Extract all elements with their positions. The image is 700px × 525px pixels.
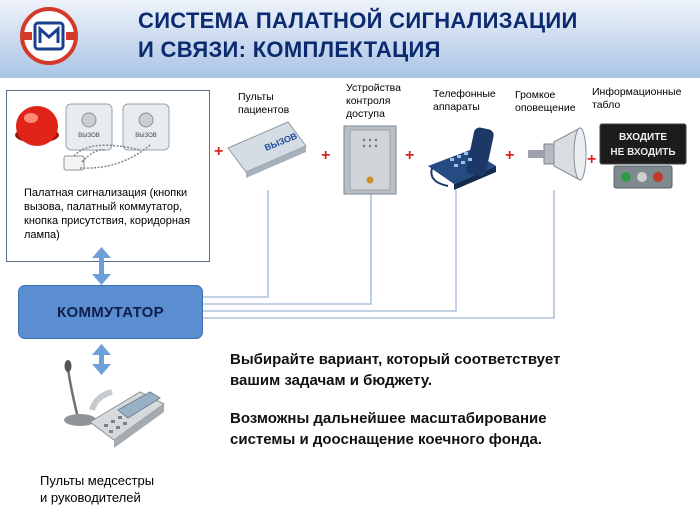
nurse-console-icon — [64, 360, 165, 448]
access-control-icon — [343, 125, 397, 195]
corridor-lamp-icon — [15, 106, 59, 146]
svg-text:ВЫЗОВ: ВЫЗОВ — [135, 133, 157, 139]
label-loud-notification: Громкое оповещение — [515, 89, 576, 114]
page-title: СИСТЕМА ПАЛАТНОЙ СИГНАЛИЗАЦИИ И СВЯЗИ: К… — [138, 8, 578, 62]
plus-sign: + — [587, 151, 597, 168]
line-patient-consoles — [201, 190, 269, 298]
arrow-signaling-commutator — [92, 247, 111, 285]
connector-lines — [201, 190, 555, 319]
label-telephones: Телефонные аппараты — [433, 88, 496, 113]
commutator-label: КОММУТАТОР — [57, 303, 164, 321]
loudspeaker-icon — [528, 127, 587, 181]
svg-text:ВХОДИТЕ: ВХОДИТЕ — [619, 132, 667, 143]
line-access-control — [201, 190, 372, 305]
info-board-icon: ВХОДИТЕ НЕ ВХОДИТЬ — [599, 123, 687, 189]
line-telephones — [201, 190, 457, 312]
ward-signaling-description: Палатная сигнализация (кнопки вызова, па… — [24, 187, 191, 241]
svg-text:НЕ ВХОДИТЬ: НЕ ВХОДИТЬ — [610, 147, 675, 158]
plus-sign: + — [321, 147, 331, 164]
company-logo-icon — [20, 7, 78, 65]
ward-switch-icon — [63, 144, 151, 171]
label-info-boards: Информационные табло — [592, 86, 682, 111]
svg-text:ВЫЗОВ: ВЫЗОВ — [78, 133, 100, 139]
arrow-commutator-nurse — [92, 344, 111, 375]
label-access-control: Устройства контроля доступа — [346, 82, 401, 120]
arrows — [92, 247, 111, 375]
presence-button-icon: ВЫЗОВ — [122, 103, 170, 151]
nurse-consoles-label: Пульты медсестры и руководителей — [40, 473, 155, 505]
plus-sign: + — [405, 147, 415, 164]
call-button-icon: ВЫЗОВ — [65, 103, 113, 151]
telephone-icon — [428, 127, 496, 190]
choose-message: Выбирайте вариант, который соответствует… — [230, 351, 561, 389]
plus-sign: + — [214, 143, 224, 160]
header-banner — [0, 0, 700, 78]
scale-message: Возможны дальнейшее масштабирование сист… — [230, 410, 547, 448]
label-patient-consoles: Пульты пациентов — [238, 91, 290, 116]
plus-sign: + — [505, 147, 515, 164]
commutator-box: КОММУТАТОР — [18, 285, 203, 339]
patient-console-icon: ВЫЗОВ — [227, 121, 307, 178]
line-loud-notification — [201, 190, 555, 319]
